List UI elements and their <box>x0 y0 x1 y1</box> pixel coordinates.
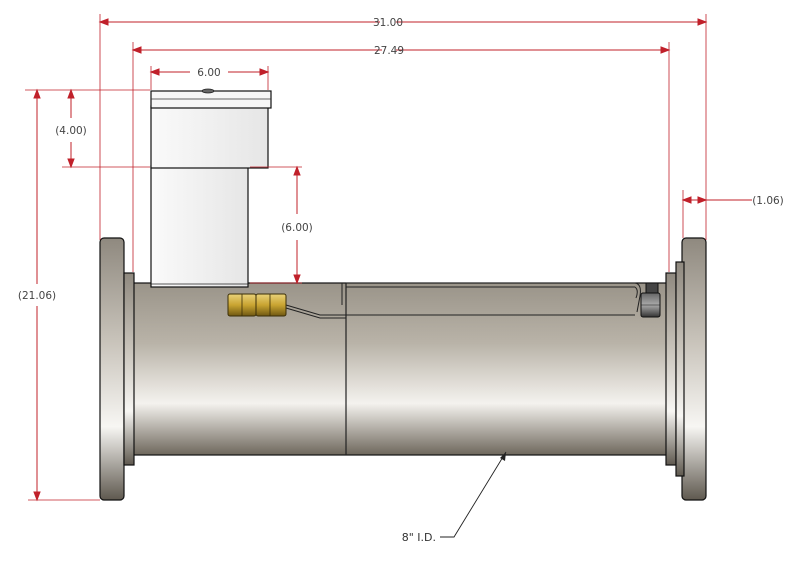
extension-lines <box>25 14 707 501</box>
electronics-head <box>150 88 272 169</box>
left-flange <box>99 237 135 501</box>
dim-flange-thickness: (1.06) <box>752 195 784 207</box>
dim-head-width: 6.00 <box>197 67 220 79</box>
dim-overall-length: 31.00 <box>373 17 403 29</box>
right-flange <box>665 237 707 501</box>
signal-cable <box>285 282 641 319</box>
dim-head-height: (4.00) <box>55 125 87 137</box>
pressure-sensor <box>640 282 661 318</box>
dim-flange-face-length: 27.49 <box>374 45 404 57</box>
flowmeter-assembly <box>99 88 707 501</box>
dim-overall-height: (21.06) <box>18 290 56 302</box>
pipe-id-label: 8" I.D. <box>402 531 436 544</box>
pipe-body <box>129 282 671 456</box>
electronics-housing-body <box>150 165 249 288</box>
brass-connector <box>227 293 287 317</box>
dim-body-height: (6.00) <box>281 222 313 234</box>
pipe-id-callout: 8" I.D. <box>402 451 507 544</box>
dimension-lines <box>33 18 752 502</box>
